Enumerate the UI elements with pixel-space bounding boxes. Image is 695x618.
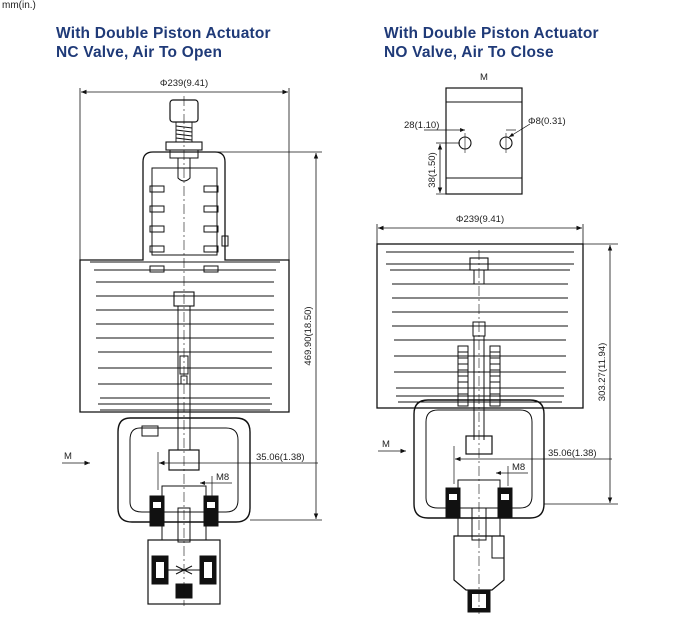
right-spring-coils: [457, 345, 501, 407]
right-hole-label: Φ8(0.31): [528, 116, 566, 127]
right-side-port: [491, 535, 505, 559]
left-title-line1: With Double Piston Actuator: [56, 25, 271, 42]
left-bolt-left: [149, 495, 165, 527]
right-upper-rim: [386, 251, 574, 271]
left-piston-bands: [96, 281, 274, 339]
right-top-view-label: M: [480, 72, 488, 83]
left-port-label: M: [64, 451, 72, 462]
left-yoke-inner: [129, 427, 239, 513]
right-thread-label: M8: [512, 462, 525, 473]
right-offset-label: 35.06(1.38): [548, 448, 597, 459]
right-diameter-label: Φ239(9.41): [456, 214, 504, 225]
left-lower-bands: [98, 351, 272, 411]
left-yoke-tab: [141, 425, 159, 437]
left-actuator-housing: [79, 151, 290, 413]
left-height-label: 469.90(18.50): [303, 306, 314, 365]
right-bolt-left: [445, 487, 461, 519]
left-thread-label: M8: [216, 472, 229, 483]
right-yoke-outer: [413, 399, 545, 519]
right-hole-leader: [508, 123, 531, 138]
right-height-label: 303.27(11.94): [597, 343, 608, 401]
right-actuator-housing: [376, 243, 584, 409]
right-title-line2: NO Valve, Air To Close: [384, 44, 554, 61]
right-port-label: M: [382, 439, 390, 450]
right-spacing-label: 28(1.10): [404, 120, 439, 131]
right-lower-bands: [394, 339, 566, 403]
left-bolt-right: [203, 495, 219, 527]
right-valve-body: [453, 535, 505, 591]
right-bolt-right: [497, 487, 513, 519]
left-side-port: [221, 235, 229, 247]
left-diameter-label: Φ239(9.41): [160, 78, 208, 89]
right-diagram-title: With Double Piston Actuator NO Valve, Ai…: [384, 24, 599, 62]
right-title-line1: With Double Piston Actuator: [384, 25, 599, 42]
left-spring-slots: [149, 185, 219, 273]
left-offset-label: 35.06(1.38): [256, 452, 305, 463]
left-valve-drawing: [62, 88, 322, 606]
left-yoke-outer: [117, 417, 251, 523]
left-upper-rim: [90, 261, 280, 271]
left-title-line2: NC Valve, Air To Open: [56, 44, 223, 61]
right-valve-drawing: [376, 87, 618, 614]
right-top-view-box: [445, 87, 523, 195]
right-depth-label: 38(1.50): [427, 152, 438, 187]
right-piston-bands: [392, 283, 568, 327]
left-stem-coupler: [173, 291, 195, 307]
left-diagram-title: With Double Piston Actuator NC Valve, Ai…: [56, 24, 271, 62]
unit-label: mm(in.): [2, 0, 36, 11]
right-yoke-inner: [425, 409, 533, 509]
